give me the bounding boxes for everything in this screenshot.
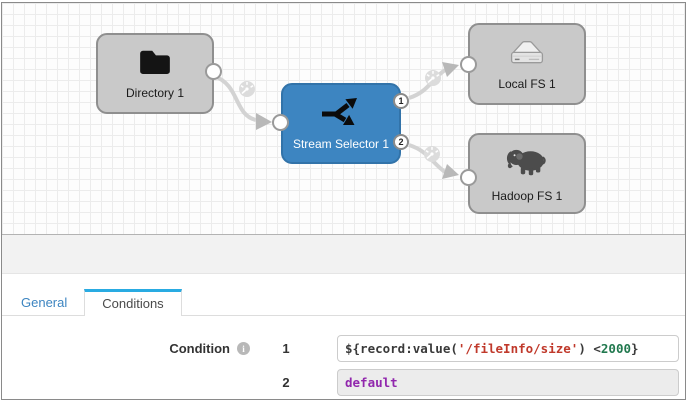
tab-general[interactable]: General xyxy=(21,295,68,310)
input-port-stream-selector[interactable] xyxy=(272,114,289,131)
code-text: ${record:value( xyxy=(345,341,458,356)
pipeline-canvas[interactable]: Directory 1 Stream Selector 1 xyxy=(2,3,685,234)
input-port-local-fs[interactable] xyxy=(460,56,477,73)
input-port-hadoop-fs[interactable] xyxy=(460,169,477,186)
config-tab-bar: General Conditions xyxy=(2,274,685,316)
node-local-fs-1[interactable]: Local FS 1 xyxy=(468,23,586,105)
tab-conditions[interactable]: Conditions xyxy=(84,289,182,316)
code-text: ) < xyxy=(578,341,601,356)
node-label: Hadoop FS 1 xyxy=(491,188,563,203)
condition-row: Condition i 1 ${record:value('/fileInfo/… xyxy=(2,335,685,362)
metrics-gauge-icon xyxy=(424,69,442,87)
app-window: Directory 1 Stream Selector 1 xyxy=(1,2,686,400)
code-string: '/fileInfo/size' xyxy=(457,341,579,356)
hard-drive-icon xyxy=(506,37,548,70)
node-label: Directory 1 xyxy=(125,85,184,100)
folder-icon xyxy=(138,48,172,79)
code-default: default xyxy=(345,375,398,390)
panel-header-strip xyxy=(2,234,685,274)
node-label: Stream Selector 1 xyxy=(292,136,390,151)
stage-config-panel: General Conditions Condition i 1 ${recor… xyxy=(2,274,685,399)
hadoop-elephant-icon xyxy=(505,145,549,182)
output-stream-2-badge[interactable]: 2 xyxy=(393,134,409,150)
condition-row: 2 default xyxy=(2,369,685,396)
code-number: 2000 xyxy=(600,341,631,356)
condition-row-number: 1 xyxy=(282,341,290,356)
code-text: } xyxy=(631,341,639,356)
node-hadoop-fs-1[interactable]: Hadoop FS 1 xyxy=(468,133,586,214)
branch-arrows-icon xyxy=(320,97,362,130)
condition-input-2[interactable]: default xyxy=(337,369,679,396)
condition-row-number: 2 xyxy=(282,375,290,390)
conditions-form: Condition i 1 ${record:value('/fileInfo/… xyxy=(2,335,685,396)
condition-label: Condition xyxy=(169,341,230,356)
info-icon[interactable]: i xyxy=(237,342,250,355)
output-port-directory[interactable] xyxy=(205,63,222,80)
node-label: Local FS 1 xyxy=(498,77,556,91)
metrics-gauge-icon xyxy=(423,145,441,163)
node-stream-selector-1[interactable]: Stream Selector 1 xyxy=(281,83,401,164)
output-stream-1-badge[interactable]: 1 xyxy=(393,93,409,109)
node-directory-1[interactable]: Directory 1 xyxy=(96,33,214,114)
metrics-gauge-icon xyxy=(238,80,256,98)
condition-input-1[interactable]: ${record:value('/fileInfo/size') < 2000} xyxy=(337,335,679,362)
